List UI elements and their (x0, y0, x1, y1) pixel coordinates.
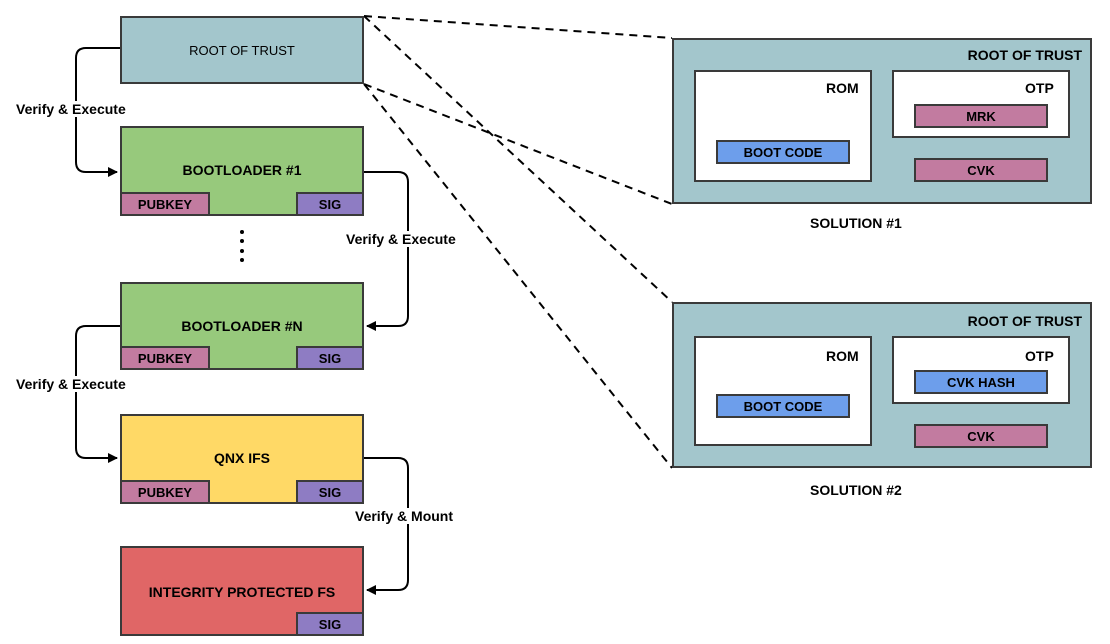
bootloader-n-pubkey: PUBKEY (120, 346, 210, 370)
arrow-bln-to-qnx (75, 325, 120, 463)
solution-1-boot-code: BOOT CODE (716, 140, 850, 164)
solution-2-cvk-hash: CVK HASH (914, 370, 1048, 394)
ellipsis-dots (240, 230, 244, 262)
edge-label-verify-execute-2: Verify & Execute (346, 231, 456, 247)
solution-1-title: ROOT OF TRUST (967, 47, 1082, 63)
edge-label-verify-mount: Verify & Mount (355, 508, 454, 524)
arrow-qnx-to-fs (364, 457, 409, 595)
solution-2-caption: SOLUTION #2 (810, 482, 902, 498)
dashed-zoom-lines (363, 15, 673, 469)
arrow-bl1-to-bln (364, 171, 409, 331)
qnx-ifs-pubkey: PUBKEY (120, 480, 210, 504)
solution-1-rom-label: ROM (826, 80, 859, 96)
solution-2-boot-code: BOOT CODE (716, 394, 850, 418)
root-of-trust-box: ROOT OF TRUST (120, 16, 364, 84)
solution-2-rom-label: ROM (826, 348, 859, 364)
root-of-trust-label: ROOT OF TRUST (189, 42, 295, 58)
solution-1-otp-label: OTP (1025, 80, 1054, 96)
bootloader-1-pubkey: PUBKEY (120, 192, 210, 216)
solution-1-mrk: MRK (914, 104, 1048, 128)
edge-label-verify-execute-3: Verify & Execute (16, 376, 126, 392)
qnx-ifs-sig: SIG (296, 480, 364, 504)
solution-2-title: ROOT OF TRUST (967, 313, 1082, 329)
solution-2-cvk: CVK (914, 424, 1048, 448)
bootloader-1-title: BOOTLOADER #1 (182, 162, 302, 178)
integrity-fs-title: INTEGRITY PROTECTED FS (148, 584, 336, 600)
solution-2-rom-box (694, 336, 872, 446)
edge-label-verify-execute-1: Verify & Execute (16, 101, 126, 117)
solution-2-otp-label: OTP (1025, 348, 1054, 364)
qnx-ifs-title: QNX IFS (213, 450, 270, 466)
bootloader-n-title: BOOTLOADER #N (181, 318, 303, 334)
solution-1-caption: SOLUTION #1 (810, 215, 902, 231)
solution-1-cvk: CVK (914, 158, 1048, 182)
integrity-fs-sig: SIG (296, 612, 364, 636)
bootloader-n-sig: SIG (296, 346, 364, 370)
bootloader-1-sig: SIG (296, 192, 364, 216)
